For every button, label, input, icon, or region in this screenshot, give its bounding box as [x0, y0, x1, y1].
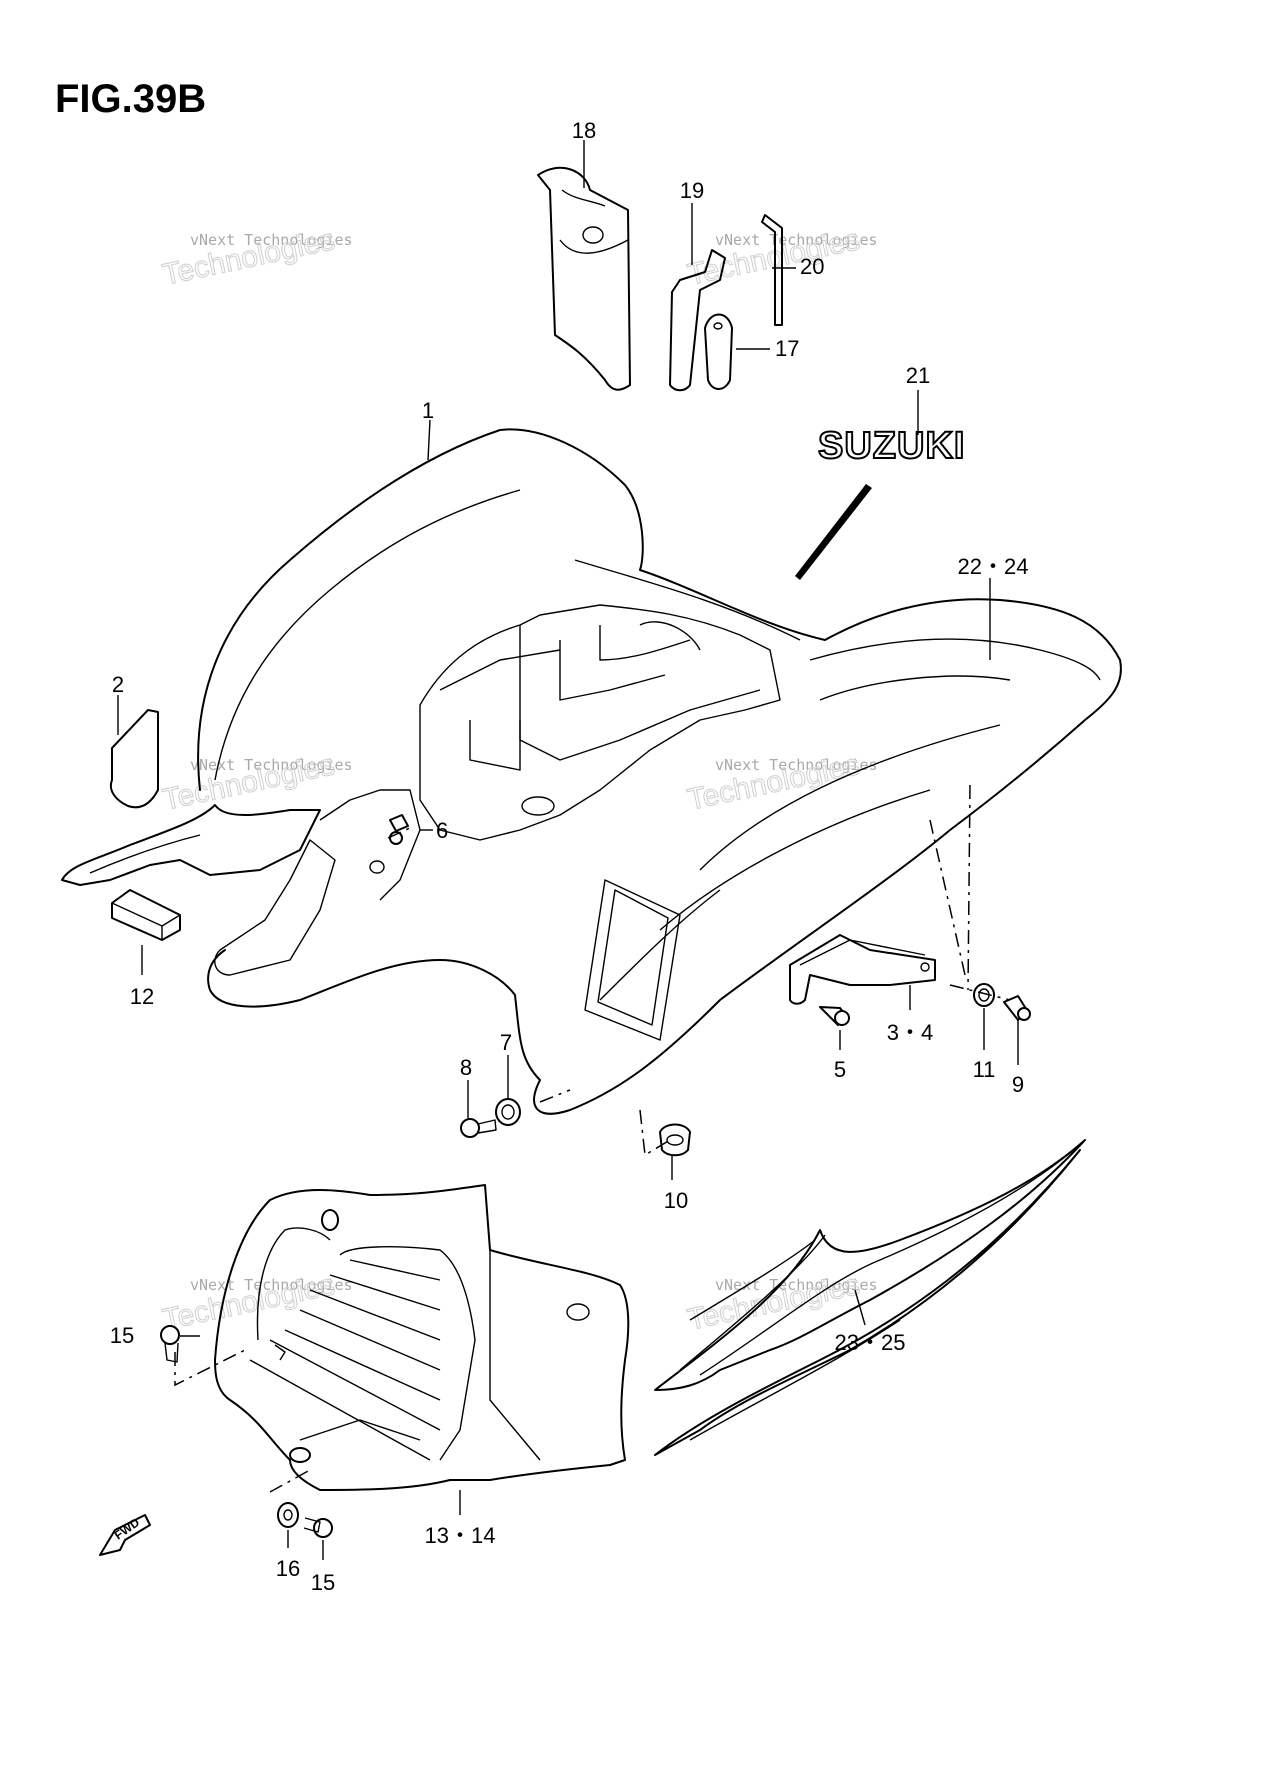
part-17-plug [704, 313, 733, 390]
part-7-grommet-icon [495, 1098, 521, 1126]
fwd-arrow-icon: FWD [99, 1514, 151, 1556]
leader-lines [117, 140, 1019, 1560]
callout-6: 6 [436, 818, 448, 843]
watermark: vNext Technologies [190, 756, 353, 774]
suzuki-logo: SUZUKI [818, 425, 965, 467]
watermark: vNext Technologies [190, 1276, 353, 1294]
callout-5: 5 [834, 1057, 846, 1082]
part-19-strap [669, 249, 726, 392]
assembly-lines [174, 784, 1011, 1493]
callout-10: 10 [664, 1188, 688, 1213]
callout-12: 12 [130, 984, 154, 1009]
part-13-14-mud-guard [214, 1184, 630, 1491]
fender-flap [61, 804, 321, 886]
part-6-screw-icon [389, 814, 409, 845]
watermark: vNext Technologies [190, 231, 353, 249]
callout-20: 20 [800, 254, 824, 279]
part-2-pad [109, 709, 159, 809]
callout-labels: 18 19 20 17 21 1 22・24 2 6 12 3・4 5 11 9… [110, 118, 1029, 1595]
callout-17: 17 [775, 336, 799, 361]
watermark-group: vNext Technologies Technologies vNext Te… [159, 223, 878, 1338]
part-5-bolt-icon [819, 1006, 850, 1026]
part-9-bolt-icon [1003, 995, 1031, 1021]
watermark: vNext Technologies [715, 756, 878, 774]
part-12-block [111, 889, 181, 941]
callout-22-24: 22・24 [958, 554, 1029, 579]
callout-18: 18 [572, 118, 596, 143]
callout-13-14: 13・14 [425, 1523, 496, 1548]
part-16-washer-icon [277, 1502, 299, 1528]
callout-15: 15 [110, 1323, 134, 1348]
part-15-screw-icon [303, 1517, 333, 1538]
part-23-25-decal [654, 1139, 1086, 1456]
figure-title: FIG.39B [55, 77, 206, 121]
pointer-arrow-icon [795, 484, 872, 580]
part-18-tool-bag [537, 166, 631, 391]
part-3-4-bracket [789, 934, 936, 1005]
callout-3-4: 3・4 [887, 1020, 933, 1045]
callout-19: 19 [680, 178, 704, 203]
callout-21: 21 [906, 363, 930, 388]
part-11-washer-icon [973, 983, 995, 1007]
watermark: vNext Technologies [715, 231, 878, 249]
callout-1: 1 [422, 398, 434, 423]
callout-23-25: 23・25 [835, 1330, 906, 1355]
part-1-rear-fender [197, 428, 1122, 1115]
callout-7: 7 [500, 1030, 512, 1055]
callout-2: 2 [112, 672, 124, 697]
callout-15: 15 [311, 1570, 335, 1595]
callout-16: 16 [276, 1556, 300, 1581]
part-8-screw-icon [460, 1118, 497, 1138]
part-20-pin [761, 214, 783, 326]
callout-11: 11 [973, 1057, 996, 1082]
callout-8: 8 [460, 1055, 472, 1080]
part-15-screw-icon [160, 1325, 180, 1363]
part-10-nut-icon [659, 1123, 691, 1157]
callout-9: 9 [1012, 1072, 1024, 1097]
